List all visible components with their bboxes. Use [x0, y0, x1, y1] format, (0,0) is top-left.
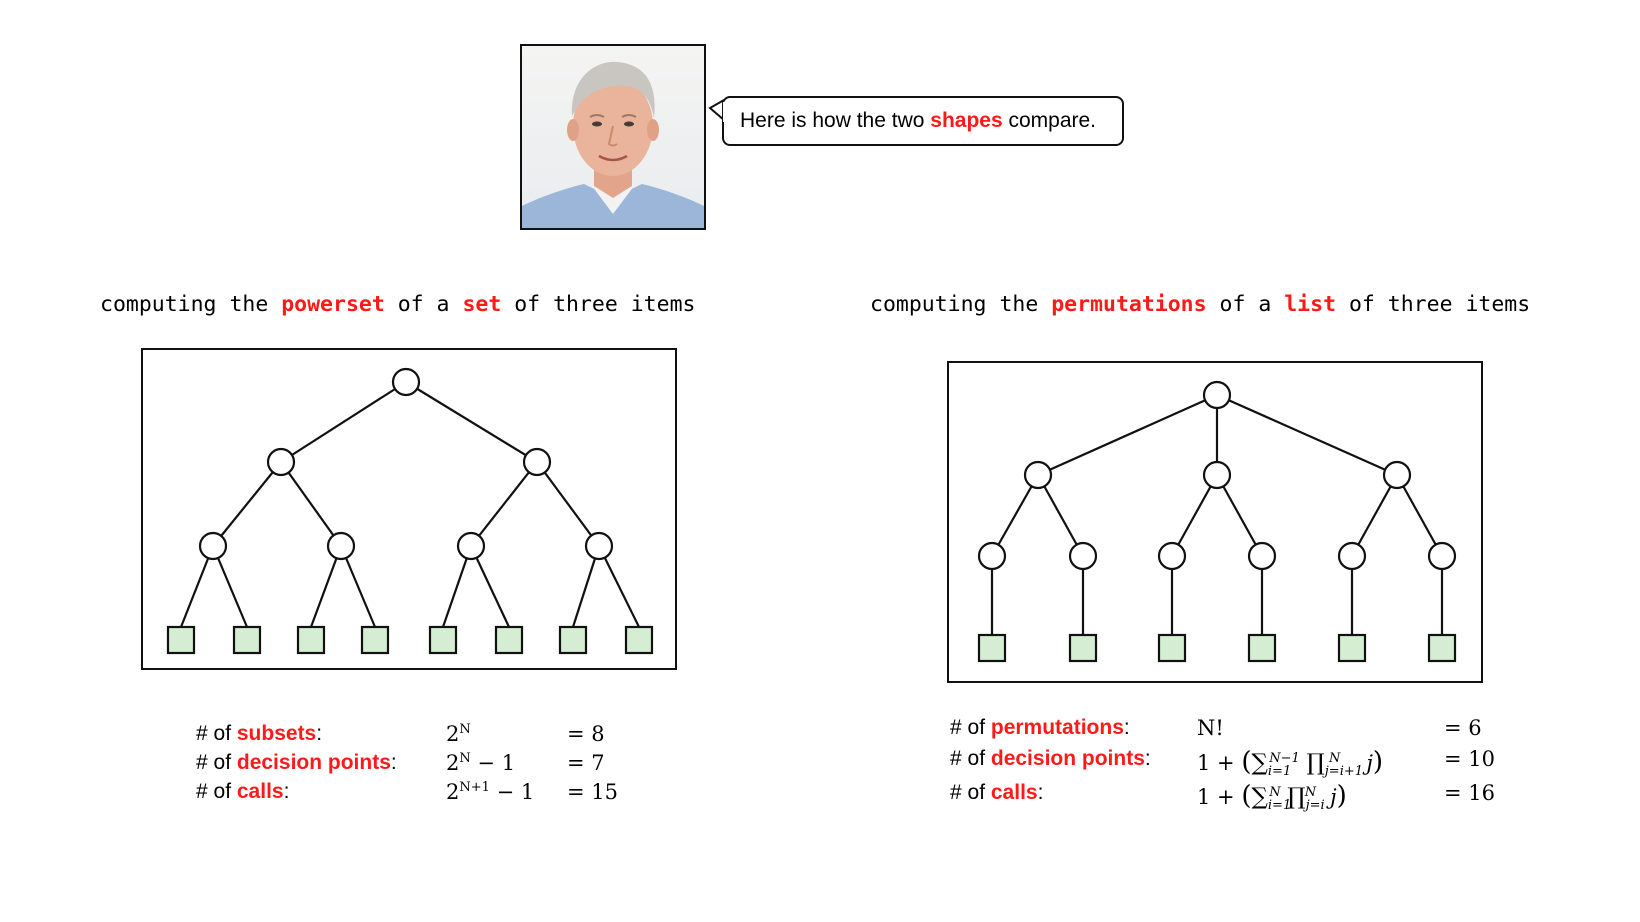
powerset-heading-text-3: of three items	[501, 292, 696, 317]
tree-edge	[1351, 474, 1398, 557]
decision-node	[456, 531, 486, 561]
leaf-node	[1337, 633, 1367, 663]
tree-edge	[339, 545, 377, 628]
leaf-node	[558, 625, 588, 655]
tree-edge	[405, 381, 538, 463]
tree-edge	[470, 545, 510, 628]
formula-label: # of calls:	[196, 780, 290, 803]
tree-edge	[536, 461, 600, 547]
decision-node	[1382, 460, 1412, 490]
formula-result: = 6	[1444, 716, 1482, 740]
powerset-tree-frame	[141, 348, 677, 670]
powerset-heading-keyword-powerset: powerset	[281, 292, 385, 317]
tree-edge	[1216, 474, 1263, 557]
permutations-heading: computing the permutations of a list of …	[870, 292, 1530, 317]
permutations-heading-text-2: of a	[1206, 292, 1285, 317]
formula-expression: 2N	[446, 722, 471, 746]
tree-edge	[1037, 474, 1084, 557]
formula-expression: 2N+1 − 1	[446, 780, 535, 804]
permutations-heading-text-1: computing the	[870, 292, 1052, 317]
formula-result: = 8	[567, 722, 605, 746]
tree-edge	[1396, 474, 1443, 557]
formula-result: = 16	[1444, 781, 1495, 805]
tree-edge	[280, 461, 342, 547]
decision-node	[266, 447, 296, 477]
tree-edge	[598, 545, 640, 628]
leaf-node	[296, 625, 326, 655]
tree-edge	[571, 545, 601, 628]
formula-result: = 10	[1444, 747, 1495, 771]
tree-edge	[1171, 474, 1218, 557]
leaf-node	[977, 633, 1007, 663]
leaf-node	[1157, 633, 1187, 663]
leaf-node	[166, 625, 196, 655]
tree-edge	[441, 545, 473, 628]
powerset-tree	[166, 367, 654, 655]
formula-expression: 2N − 1	[446, 751, 516, 775]
leaf-node	[1068, 633, 1098, 663]
powerset-formulas: # of subsets: 2N = 8 # of decision point…	[196, 722, 656, 818]
speech-bubble-tail-cover	[723, 102, 727, 122]
decision-node	[522, 447, 552, 477]
decision-node	[198, 531, 228, 561]
decision-node	[1202, 460, 1232, 490]
formula-label: # of subsets:	[196, 722, 323, 745]
presenter-photo	[520, 44, 706, 230]
tree-edge	[211, 545, 249, 628]
permutations-heading-text-3: of three items	[1336, 292, 1531, 317]
formula-result: = 15	[567, 780, 618, 804]
formula-label: # of decision points:	[950, 747, 1151, 770]
powerset-heading-text-2: of a	[384, 292, 463, 317]
decision-node	[1337, 541, 1367, 571]
permutations-formulas: # of permutations: N! = 6 # of decision …	[950, 716, 1510, 826]
speech-text-before: Here is how the two	[740, 109, 931, 132]
leaf-node	[360, 625, 390, 655]
formula-result: = 7	[567, 751, 605, 775]
decision-node	[1247, 541, 1277, 571]
decision-node	[1202, 380, 1232, 410]
tree-edge	[1037, 393, 1218, 477]
speech-text-highlight: shapes	[930, 109, 1003, 132]
decision-node	[584, 531, 614, 561]
leaf-node	[494, 625, 524, 655]
decision-node	[326, 531, 356, 561]
tree-edge	[212, 461, 282, 547]
tree-edge	[309, 545, 343, 628]
speech-text-after: compare.	[1002, 109, 1097, 132]
permutations-tree	[977, 380, 1457, 663]
tree-edge	[280, 381, 407, 463]
permutations-tree-frame	[947, 361, 1483, 683]
decision-node	[391, 367, 421, 397]
decision-node	[1427, 541, 1457, 571]
decision-node	[1157, 541, 1187, 571]
leaf-node	[1247, 633, 1277, 663]
leaf-node	[232, 625, 262, 655]
leaf-node	[428, 625, 458, 655]
decision-node	[1068, 541, 1098, 571]
formula-expression: N!	[1197, 716, 1224, 740]
tree-edge	[1216, 393, 1398, 477]
formula-label: # of decision points:	[196, 751, 397, 774]
presenter-portrait-icon	[522, 46, 704, 228]
decision-node	[977, 541, 1007, 571]
permutations-heading-keyword-permutations: permutations	[1051, 292, 1207, 317]
leaf-node	[1427, 633, 1457, 663]
tree-edge	[991, 474, 1039, 557]
powerset-heading: computing the powerset of a set of three…	[100, 292, 695, 317]
tree-edge	[470, 461, 538, 547]
tree-edge	[179, 545, 215, 628]
permutations-heading-keyword-list: list	[1284, 292, 1337, 317]
leaf-node	[624, 625, 654, 655]
powerset-heading-text-1: computing the	[100, 292, 282, 317]
speech-bubble: Here is how the two shapes compare.	[722, 96, 1124, 146]
decision-node	[1023, 460, 1053, 490]
powerset-heading-keyword-set: set	[462, 292, 502, 317]
speech-bubble-tail	[708, 99, 725, 121]
formula-label: # of calls:	[950, 781, 1044, 804]
formula-label: # of permutations:	[950, 716, 1130, 739]
